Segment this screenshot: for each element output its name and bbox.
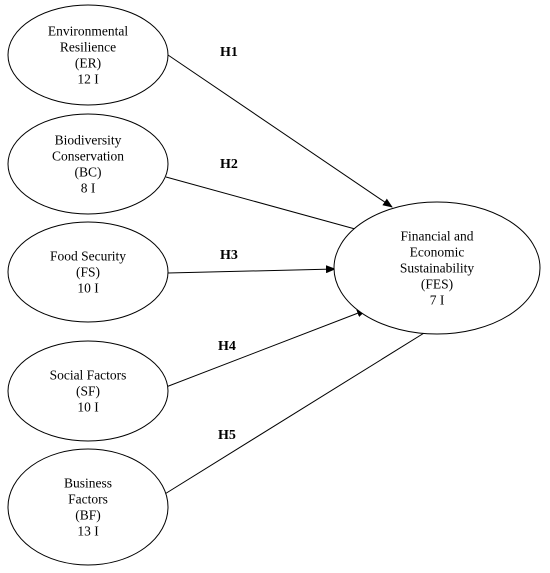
node-bf-line-1: Business	[64, 476, 112, 491]
node-bc-line-3: (BC)	[75, 165, 102, 180]
node-er-line-2: Resilience	[60, 40, 116, 55]
node-ellipse-fes	[333, 201, 541, 335]
node-fes-line-1: Financial and	[400, 229, 473, 244]
node-fes-line-5: 7 I	[430, 293, 445, 308]
edge-fs-to-fes	[167, 265, 336, 274]
node-sf-line-1: Social Factors	[50, 368, 127, 383]
hypothesis-label-h5: H5	[218, 428, 236, 443]
node-er-line-1: Environmental	[48, 24, 128, 39]
node-er-line-4: 12 I	[77, 72, 99, 87]
edge-er-to-fes	[167, 54, 393, 208]
node-ellipse-fs	[7, 221, 169, 323]
node-fs: Food Security(FS)10 I	[7, 221, 169, 323]
edge-bc-to-fes	[165, 176, 367, 234]
node-fes-line-4: (FES)	[421, 277, 453, 292]
node-sf: Social Factors(SF)10 I	[7, 340, 169, 442]
node-bf-line-2: Factors	[68, 492, 108, 507]
node-bf-line-4: 13 I	[77, 524, 99, 539]
edge-sf-to-fes	[165, 309, 367, 388]
hypothesis-label-h4: H4	[218, 339, 236, 354]
hypothesis-label-h3: H3	[220, 248, 238, 263]
hypothesis-label-h2: H2	[220, 157, 238, 172]
node-sf-line-2: (SF)	[76, 384, 100, 399]
node-ellipse-sf	[7, 340, 169, 442]
node-ellipse-bf	[7, 448, 169, 566]
node-er-line-3: (ER)	[75, 56, 101, 71]
hypothesis-label-h1: H1	[220, 45, 238, 60]
node-bf-line-3: (BF)	[75, 508, 101, 523]
node-fs-line-3: 10 I	[77, 281, 99, 296]
node-bc-line-4: 8 I	[81, 181, 96, 196]
node-fes: Financial andEconomicSustainability(FES)…	[333, 201, 541, 335]
node-sf-line-3: 10 I	[77, 400, 99, 415]
edges-layer	[159, 54, 438, 498]
node-fes-line-3: Sustainability	[400, 261, 475, 276]
node-fs-line-1: Food Security	[50, 249, 126, 264]
node-fes-line-2: Economic	[410, 245, 465, 260]
node-bc-line-1: Biodiversity	[55, 133, 122, 148]
node-ellipse-bc	[7, 113, 169, 215]
edge-bf-to-fes	[159, 324, 438, 498]
node-bc-line-2: Conservation	[52, 149, 124, 164]
node-fs-line-2: (FS)	[76, 265, 100, 280]
node-ellipse-er	[7, 4, 169, 106]
